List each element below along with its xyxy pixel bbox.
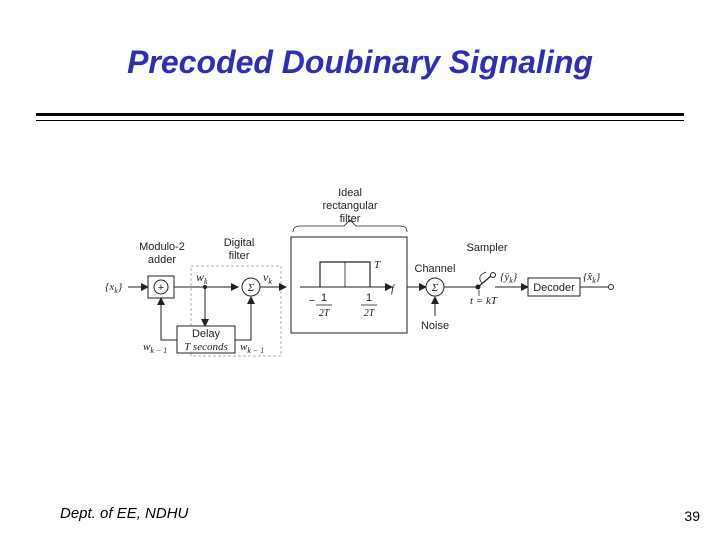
- channel-label: Channel: [415, 263, 456, 275]
- channel-sigma: Σ: [431, 282, 439, 294]
- adder-circle: [153, 279, 169, 295]
- filter-T: T: [374, 259, 381, 271]
- sampler-terminal: [490, 272, 496, 278]
- delay-feedback-right: [235, 296, 255, 341]
- delay-line1: Delay: [192, 328, 221, 340]
- digital-filter-box: [190, 265, 282, 357]
- filter-f: f: [391, 283, 396, 295]
- title-rule-thick: [36, 113, 684, 116]
- filter-num-left: 1: [321, 292, 327, 304]
- filter-brace: [292, 219, 408, 233]
- filter-box: [290, 236, 408, 334]
- filter-title-line3: filter: [340, 213, 361, 225]
- footer-department: Dept. of EE, NDHU: [60, 505, 189, 522]
- wk1-right-label: wk − 1: [240, 341, 264, 355]
- xhat-label: {x̂k}: [583, 271, 601, 285]
- filter-minus: −: [309, 295, 315, 307]
- filter-num-right: 1: [366, 292, 372, 304]
- yhat-label: {ŷk}: [500, 271, 518, 285]
- sampler-time: t = kT: [470, 295, 498, 307]
- sampler-label: Sampler: [467, 242, 508, 254]
- delay-feedback-left: [157, 297, 177, 341]
- wk-label: wk: [196, 270, 208, 286]
- filter-den-right: 2T: [364, 308, 376, 319]
- filter-title-line2: rectangular: [322, 200, 377, 212]
- digital-filter-line1: Digital: [224, 237, 255, 249]
- filter-den-left: 2T: [319, 308, 331, 319]
- vk-label: vk: [263, 270, 272, 286]
- summer-sigma: Σ: [247, 282, 255, 294]
- sampler-switch: [477, 275, 492, 288]
- input-label: {xk}: [105, 281, 123, 295]
- decoder-label: Decoder: [533, 282, 575, 294]
- page-number: 39: [684, 508, 700, 524]
- adder-plus: +: [158, 282, 164, 294]
- adder-title-line2: adder: [148, 254, 176, 266]
- delay-line2: T seconds: [184, 341, 228, 353]
- output-terminal: [608, 284, 614, 290]
- wk1-left-label: wk − 1: [143, 341, 167, 355]
- sampler-arc: [479, 271, 487, 284]
- filter-title-line1: Ideal: [338, 187, 362, 199]
- adder-title-line1: Modulo-2: [139, 241, 185, 253]
- title-rule-thin: [36, 120, 684, 121]
- noise-label: Noise: [421, 320, 449, 332]
- slide-title: Precoded Doubinary Signaling: [127, 44, 593, 80]
- digital-filter-line2: filter: [229, 250, 250, 262]
